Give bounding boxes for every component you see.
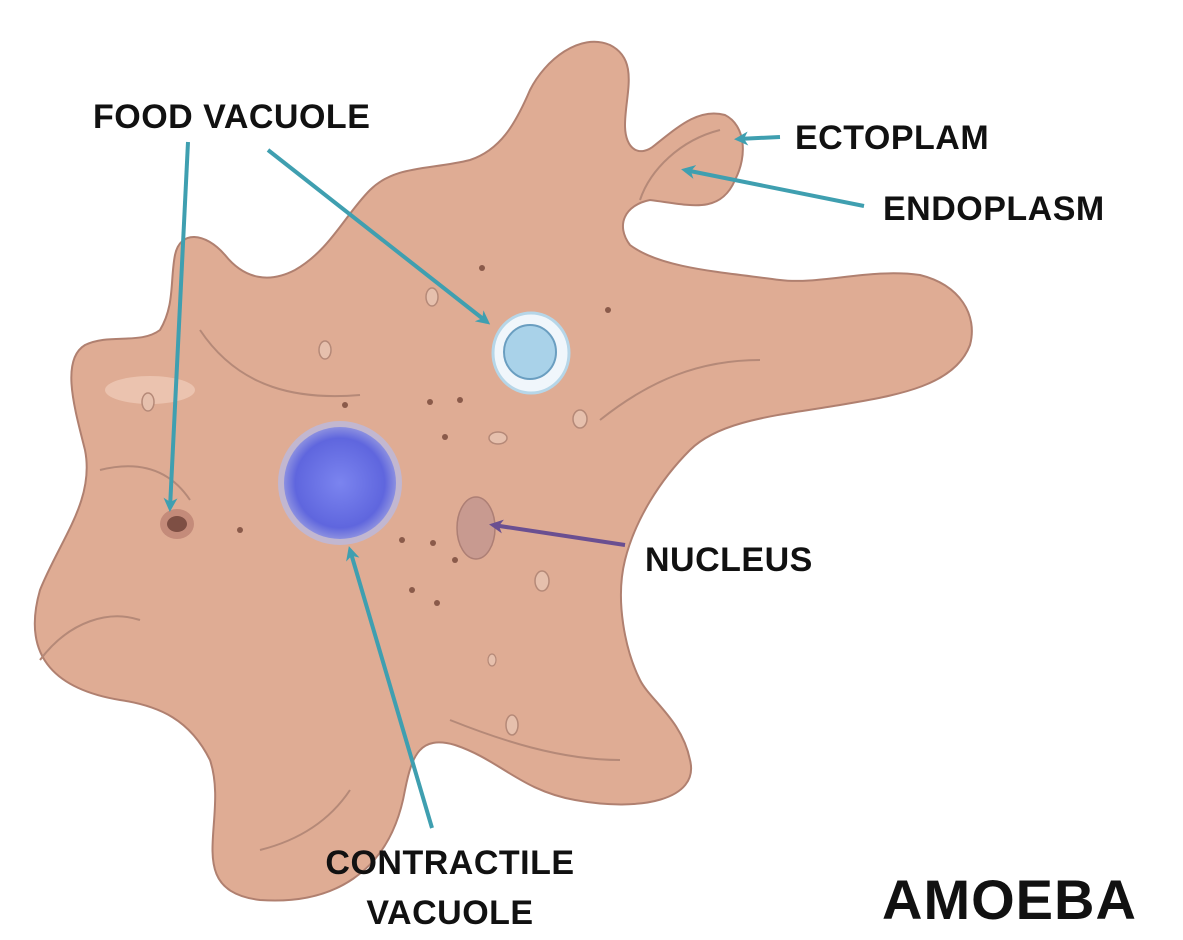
vesicle bbox=[506, 715, 518, 735]
label-ectoplasm: ECTOPLAM bbox=[795, 121, 989, 155]
nucleus bbox=[457, 497, 495, 559]
label-contractile-line1: CONTRACTILE bbox=[300, 846, 600, 880]
vesicle bbox=[426, 288, 438, 306]
label-contractile-line2: VACUOLE bbox=[300, 896, 600, 930]
food-vacuole bbox=[493, 313, 569, 393]
vesicle bbox=[488, 654, 496, 666]
label-food-vacuole: FOOD VACUOLE bbox=[93, 100, 370, 134]
vesicle bbox=[489, 432, 507, 444]
amoeba-body bbox=[35, 42, 972, 901]
contractile-vacuole bbox=[278, 421, 402, 545]
arrow-ectoplasm bbox=[738, 137, 780, 139]
vesicle bbox=[573, 410, 587, 428]
label-nucleus: NUCLEUS bbox=[645, 543, 813, 577]
vesicle bbox=[535, 571, 549, 591]
vesicle bbox=[319, 341, 331, 359]
diagram-title: AMOEBA bbox=[882, 872, 1137, 928]
label-endoplasm: ENDOPLASM bbox=[883, 192, 1105, 226]
vesicle bbox=[142, 393, 154, 411]
small-food-vacuole bbox=[160, 509, 194, 539]
